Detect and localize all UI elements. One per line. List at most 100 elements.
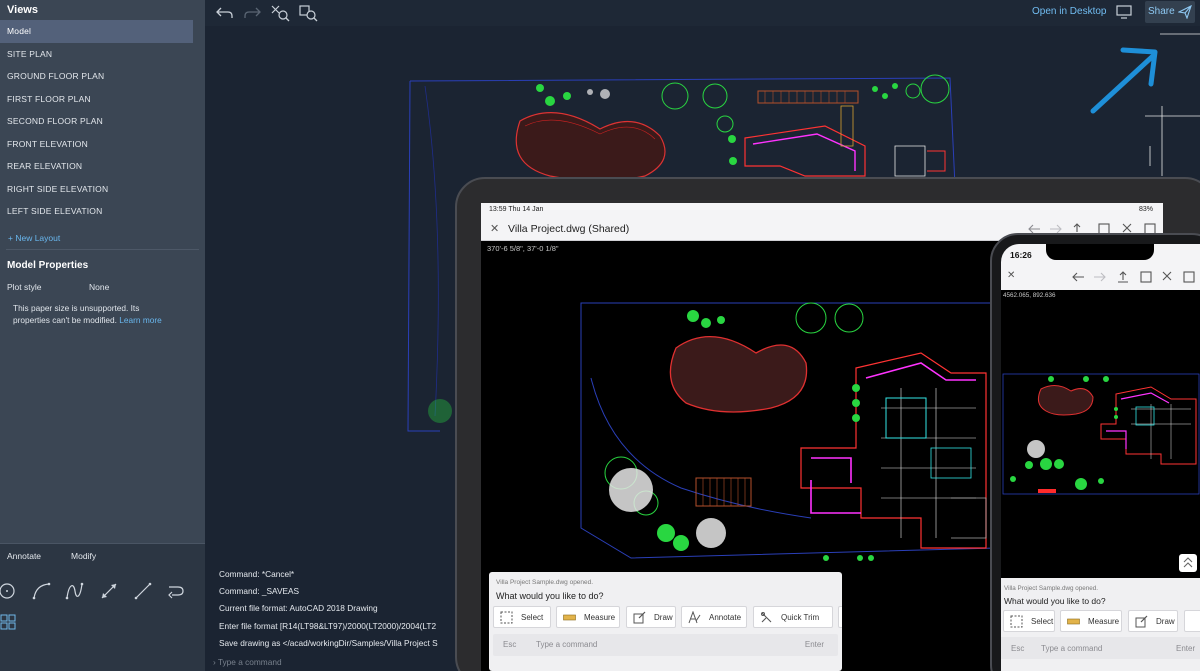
tablet-command-panel: Villa Project Sample.dwg opened. What wo… <box>489 572 842 671</box>
select-label: Select <box>1031 617 1054 626</box>
tool-tabs: Annotate Modify <box>0 544 205 561</box>
view-item-site-plan[interactable]: SITE PLAN <box>7 48 53 59</box>
command-line: Command: _SAVEAS <box>219 586 300 597</box>
draw-label: Draw <box>654 613 673 622</box>
view-item-second-floor-plan[interactable]: SECOND FLOOR PLAN <box>7 116 103 126</box>
plot-style-value: None <box>89 281 110 292</box>
phone-screen: 16:26 ✕ 4562.065, 892.636 Villa Project … <box>1001 244 1200 671</box>
command-line: Current file format: AutoCAD 2018 Drawin… <box>219 603 378 614</box>
view-item-front-elevation[interactable]: FRONT ELEVATION <box>7 138 88 149</box>
phone-prompt: What would you like to do? <box>1004 596 1106 606</box>
enter-key[interactable]: Enter <box>804 640 824 649</box>
tablet-command-input[interactable]: Esc Type a command Enter <box>493 634 838 656</box>
tablet-prompt: What would you like to do? <box>496 591 604 601</box>
command-history: Command: *Cancel* Command: _SAVEAS Curre… <box>219 566 459 652</box>
tab-modify[interactable]: Modify <box>71 551 97 561</box>
chevron-right-icon: › <box>213 657 216 667</box>
cad-drawing <box>407 33 1200 432</box>
arc-tool-icon[interactable] <box>32 581 52 601</box>
annotate-chip[interactable]: Annotate <box>681 606 747 628</box>
measure-chip[interactable]: Measure <box>1060 610 1122 632</box>
quick-trim-label: Quick Trim <box>781 613 820 622</box>
zoom-window-icon[interactable] <box>298 4 318 22</box>
command-line: Save drawing as </acad/workingDir/Sample… <box>219 637 438 648</box>
learn-more-link[interactable]: Learn more <box>119 314 162 325</box>
measure-label: Measure <box>1088 617 1120 626</box>
phone-cad-drawing <box>1002 373 1200 495</box>
draw-chip[interactable]: Draw <box>1128 610 1178 632</box>
measure-label: Measure <box>584 613 616 622</box>
line-tool-icon[interactable] <box>133 581 153 601</box>
tablet-time: 13:59 <box>489 206 507 213</box>
draw-icon <box>1135 615 1148 628</box>
enter-key[interactable]: Enter <box>1176 644 1196 653</box>
paper-size-note-text: This paper size is unsupported. Its prop… <box>13 302 140 325</box>
draw-chip[interactable]: Draw <box>626 606 676 628</box>
close-icon[interactable]: ✕ <box>1007 270 1016 281</box>
phone-title-bar: 16:26 ✕ <box>1001 244 1200 290</box>
tablet-date: Thu 14 Jan <box>508 206 544 213</box>
new-layout-button[interactable]: + New Layout <box>0 231 205 245</box>
view-item-ground-floor-plan[interactable]: GROUND FLOOR PLAN <box>7 71 105 81</box>
circle-tool-icon[interactable] <box>0 581 20 601</box>
phone-toolbar-icons[interactable] <box>1071 270 1199 284</box>
views-title: Views <box>7 4 38 16</box>
tablet-battery: 83% <box>1138 206 1153 213</box>
draw-icon <box>633 611 646 624</box>
select-chip[interactable]: Select <box>493 606 551 628</box>
phone-command-placeholder: Type a command <box>1041 644 1103 653</box>
measure-chip[interactable]: Measure <box>556 606 620 628</box>
phone-command-input[interactable]: Esc Type a command Enter <box>1001 637 1200 659</box>
dimension-tool-icon[interactable] <box>99 581 119 601</box>
more-chip[interactable] <box>838 606 842 628</box>
ruler-icon <box>563 611 576 624</box>
quick-trim-chip[interactable]: Quick Trim <box>753 606 833 628</box>
view-item-model[interactable]: Model <box>0 20 193 43</box>
view-item-rear-elevation[interactable]: REAR ELEVATION <box>7 161 83 171</box>
grid-icon[interactable] <box>0 614 16 630</box>
tablet-status-bar: 13:59 Thu 14 Jan 83% <box>481 203 1163 217</box>
tablet-cad-drawing <box>580 302 997 561</box>
more-chip[interactable] <box>1184 610 1200 632</box>
tab-annotate[interactable]: Annotate <box>7 551 42 561</box>
esc-key[interactable]: Esc <box>503 640 517 649</box>
view-item-right-side-elevation[interactable]: RIGHT SIDE ELEVATION <box>7 183 109 194</box>
new-layout-label: New Layout <box>15 232 61 243</box>
zoom-extents-icon[interactable] <box>270 4 290 22</box>
scroll-up-button[interactable] <box>1179 554 1197 572</box>
sidebar-divider <box>6 248 199 250</box>
select-label: Select <box>521 613 544 622</box>
redo-icon[interactable] <box>242 4 262 22</box>
draw-label: Draw <box>1156 617 1175 626</box>
tool-row <box>0 581 205 601</box>
phone-command-panel: Villa Project Sample.dwg opened. What wo… <box>1001 578 1200 671</box>
paper-size-note: This paper size is unsupported. Its prop… <box>0 292 190 326</box>
ruler-icon <box>1067 615 1080 628</box>
view-item-first-floor-plan[interactable]: FIRST FLOOR PLAN <box>7 93 91 104</box>
select-chip[interactable]: Select <box>1003 610 1055 632</box>
plot-style-row: Plot style None <box>0 271 205 292</box>
command-line: Command: *Cancel* <box>219 569 295 579</box>
phone-time: 16:26 <box>1010 250 1032 260</box>
tablet-opened-message: Villa Project Sample.dwg opened. <box>496 579 594 586</box>
command-input[interactable]: › Type a command <box>213 657 282 667</box>
drawing-tools-panel: Annotate Modify <box>0 543 205 671</box>
trim-icon <box>760 611 773 624</box>
close-icon[interactable]: ✕ <box>490 223 500 235</box>
sidebar: Views Model SITE PLAN GROUND FLOOR PLAN … <box>0 0 205 671</box>
view-item-left-side-elevation[interactable]: LEFT SIDE ELEVATION <box>7 206 103 216</box>
phone-action-chips: Select Measure Draw <box>1001 610 1200 632</box>
undo-icon[interactable] <box>215 4 235 22</box>
plus-icon: + <box>8 232 16 243</box>
spline-tool-icon[interactable] <box>65 581 85 601</box>
polyline-tool-icon[interactable] <box>166 581 186 601</box>
open-in-desktop-link[interactable]: Open in Desktop <box>1032 6 1107 17</box>
esc-key[interactable]: Esc <box>1011 644 1025 653</box>
phone-coordinates: 4562.065, 892.636 <box>1003 292 1056 299</box>
share-button[interactable]: Share <box>1145 1 1195 23</box>
select-icon <box>500 611 513 624</box>
annotate-label: Annotate <box>709 613 742 622</box>
desktop-monitor-icon[interactable] <box>1116 5 1132 19</box>
plot-style-label: Plot style <box>7 281 42 292</box>
tablet-action-chips: Select Measure Draw Annotate Quick Trim <box>493 606 842 628</box>
